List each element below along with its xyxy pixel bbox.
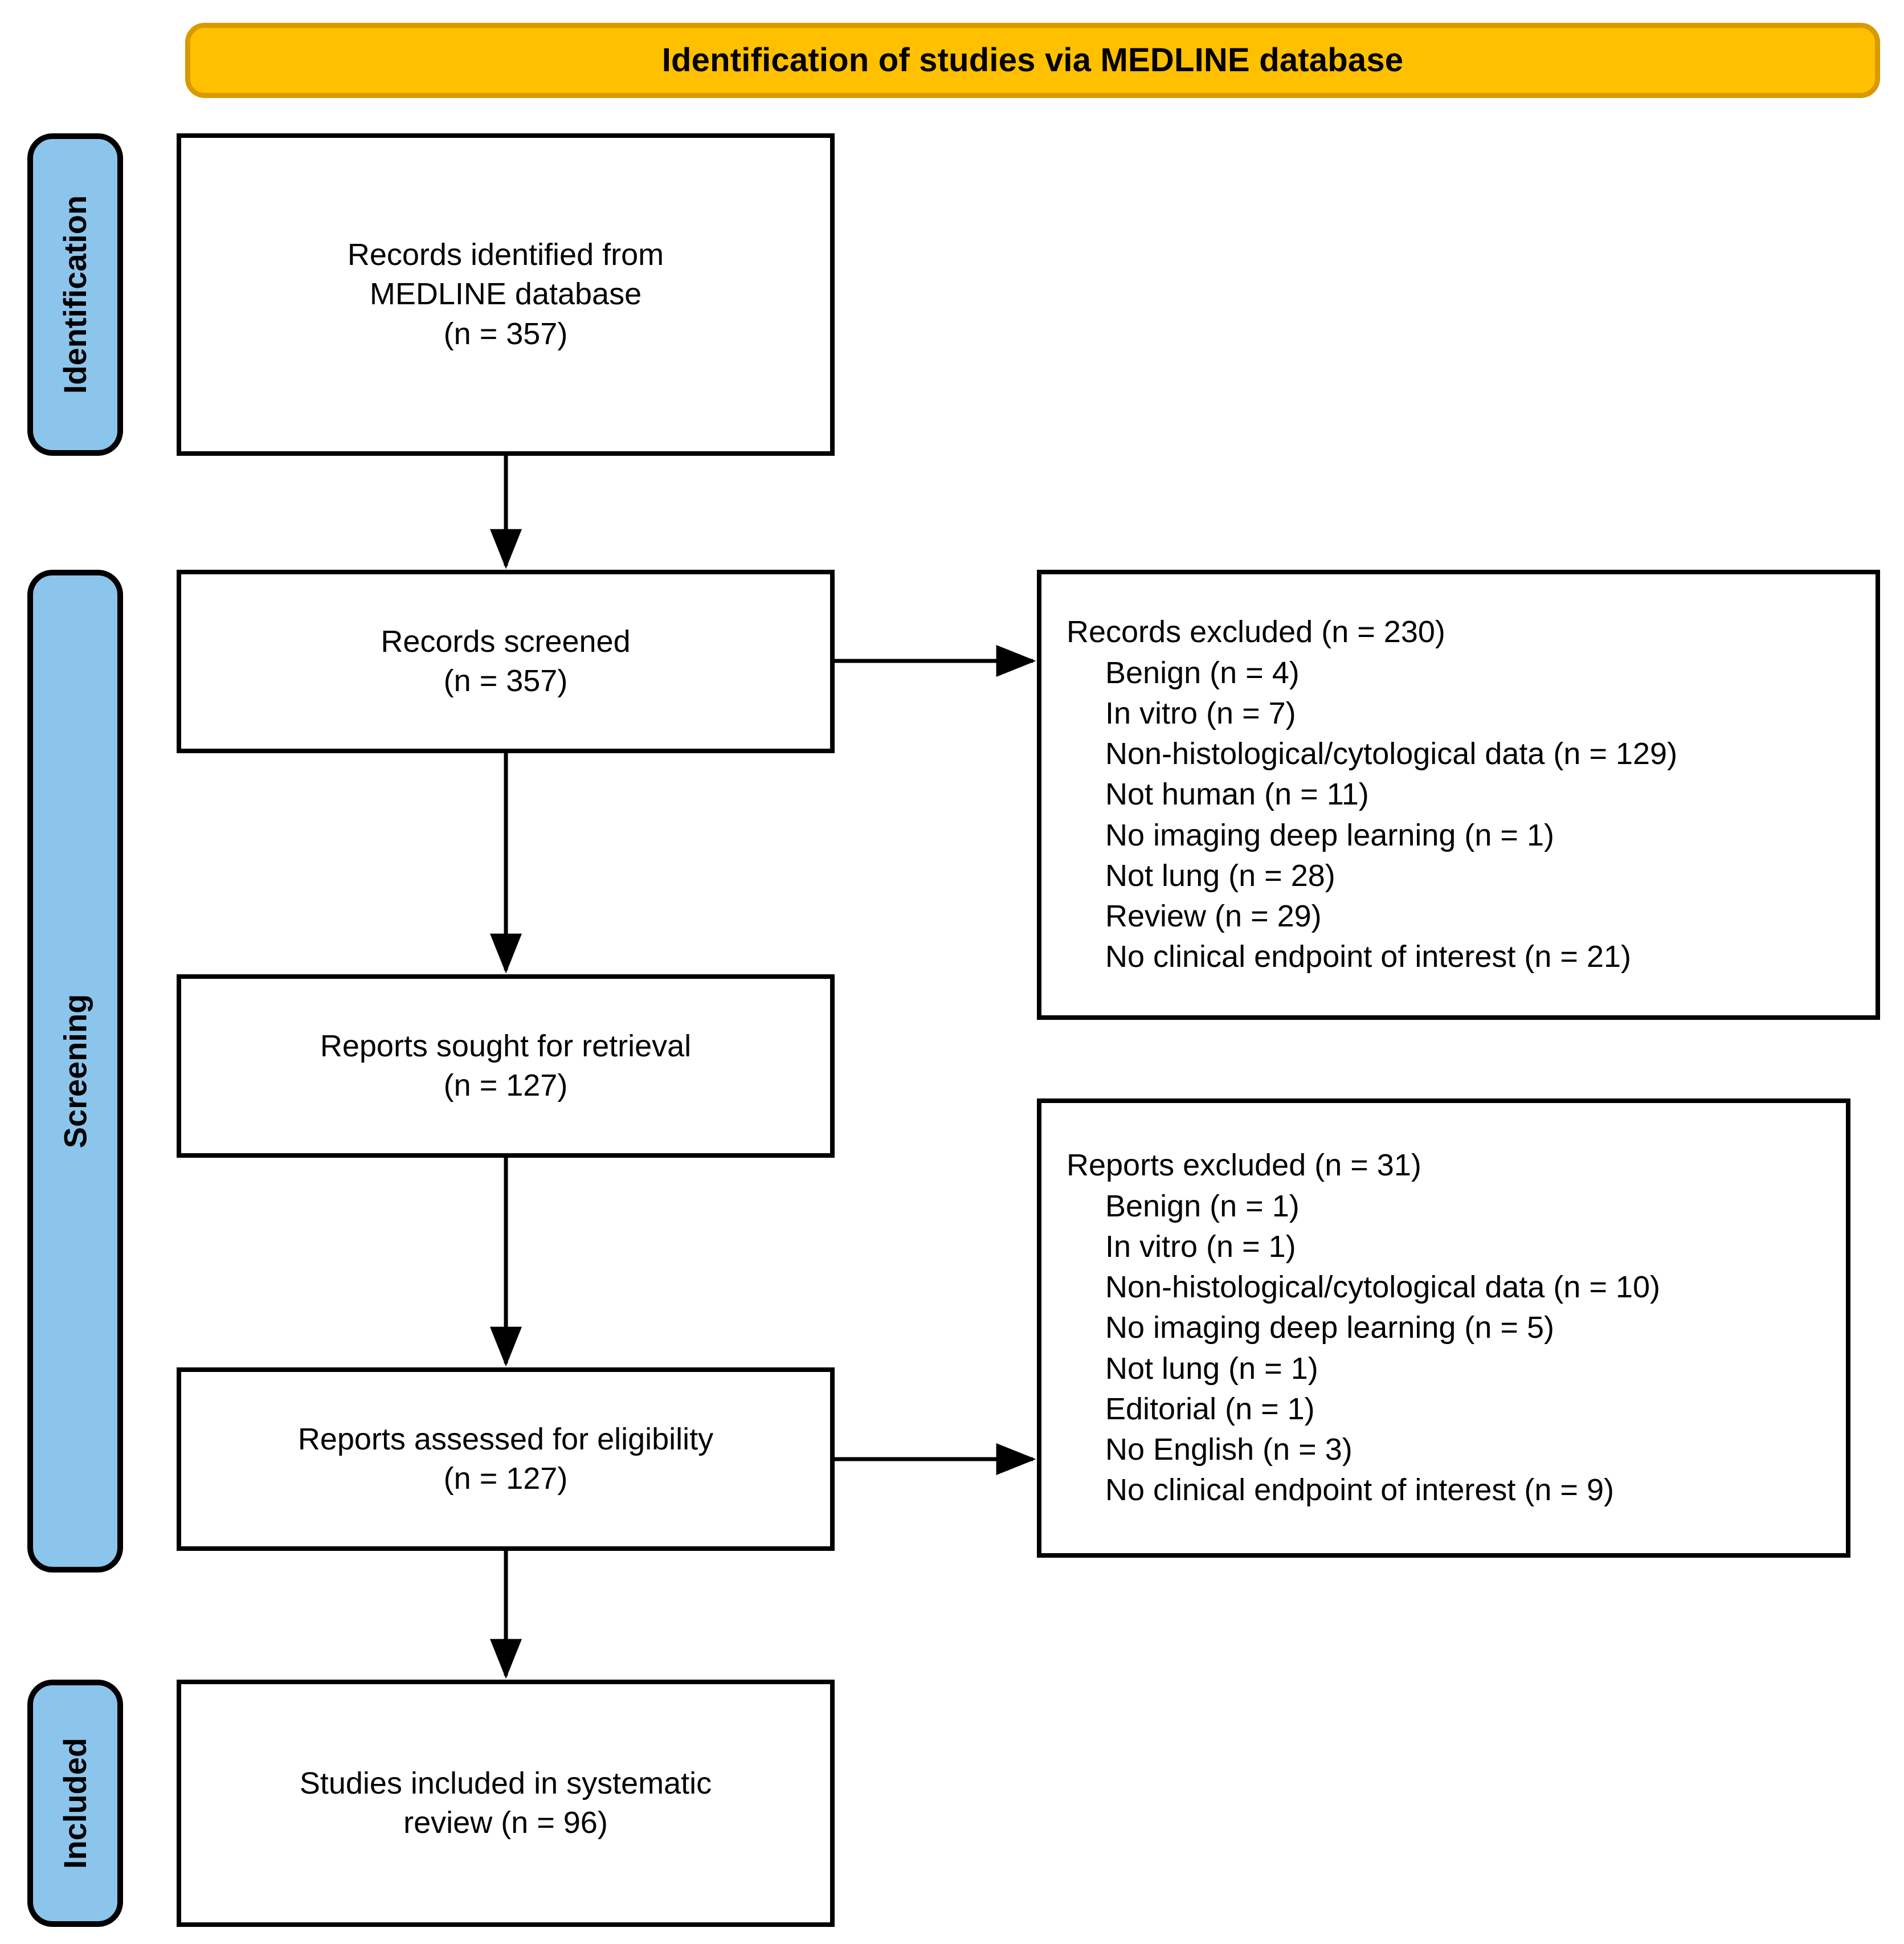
- diagram-title: Identification of studies via MEDLINE da…: [661, 42, 1404, 79]
- exclusion-reason-item: Non-histological/cytological data (n = 1…: [1105, 737, 1678, 771]
- exclusion-reason-item: No clinical endpoint of interest (n = 21…: [1105, 940, 1632, 974]
- exclusion-reason-item: No clinical endpoint of interest (n = 9): [1105, 1473, 1614, 1508]
- stage-label-screening: Screening: [27, 570, 123, 1573]
- exclusion-reason-item: Editorial (n = 1): [1105, 1391, 1315, 1426]
- exclusion-reason-item: No imaging deep learning (n = 1): [1105, 818, 1554, 852]
- stage-label-identification: Identification: [27, 133, 123, 456]
- exclusion-reason-item: Not lung (n = 1): [1105, 1351, 1318, 1386]
- exclusion-reason-item: Benign (n = 1): [1105, 1189, 1300, 1223]
- stage-label-identification-text: Identification: [57, 195, 93, 394]
- records-excluded-title: Records excluded (n = 230): [1067, 615, 1445, 650]
- stage-label-screening-text: Screening: [57, 994, 93, 1149]
- node-reports-sought: Reports sought for retrieval (n = 127): [177, 974, 835, 1158]
- node-reports-excluded: Reports excluded (n = 31) Benign (n = 1)…: [1037, 1098, 1850, 1558]
- exclusion-reason-item: No imaging deep learning (n = 5): [1105, 1310, 1554, 1345]
- exclusion-reason-item: Not human (n = 11): [1105, 777, 1369, 812]
- node-records-identified-text: Records identified from MEDLINE database…: [347, 238, 664, 351]
- node-reports-sought-text: Reports sought for retrieval (n = 127): [320, 1028, 692, 1102]
- node-reports-assessed-text: Reports assessed for eligibility (n = 12…: [297, 1422, 714, 1496]
- node-studies-included: Studies included in systematic review (n…: [177, 1680, 835, 1927]
- node-records-screened-text: Records screened (n = 357): [381, 624, 631, 698]
- node-records-identified: Records identified from MEDLINE database…: [177, 133, 835, 456]
- node-records-excluded: Records excluded (n = 230) Benign (n = 4…: [1037, 570, 1880, 1020]
- exclusion-reason-item: Review (n = 29): [1105, 899, 1322, 934]
- node-records-screened: Records screened (n = 357): [177, 570, 835, 753]
- node-reports-assessed: Reports assessed for eligibility (n = 12…: [177, 1367, 835, 1551]
- exclusion-reason-item: No English (n = 3): [1105, 1432, 1353, 1467]
- exclusion-reason-item: Benign (n = 4): [1105, 655, 1300, 690]
- exclusion-reason-item: In vitro (n = 1): [1105, 1229, 1296, 1264]
- reports-excluded-title: Reports excluded (n = 31): [1067, 1148, 1421, 1183]
- exclusion-reason-item: Not lung (n = 28): [1105, 858, 1335, 893]
- exclusion-reason-item: In vitro (n = 7): [1105, 696, 1296, 730]
- records-excluded-list: Benign (n = 4) In vitro (n = 7) Non-histol…: [1067, 653, 1876, 978]
- stage-label-included-text: Included: [57, 1737, 93, 1869]
- node-studies-included-text: Studies included in systematic review (n…: [299, 1766, 712, 1840]
- exclusion-reason-item: Non-histological/cytological data (n = 1…: [1105, 1270, 1661, 1305]
- diagram-title-banner: Identification of studies via MEDLINE da…: [185, 23, 1880, 98]
- reports-excluded-list: Benign (n = 1) In vitro (n = 1) Non-histol…: [1067, 1186, 1846, 1511]
- stage-label-included: Included: [27, 1680, 123, 1927]
